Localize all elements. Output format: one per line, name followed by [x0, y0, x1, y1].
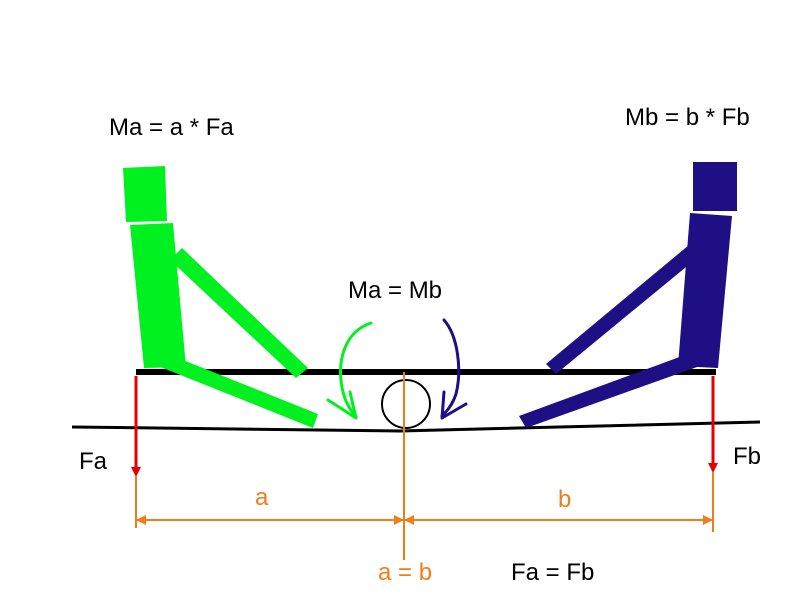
- person-a-leg: [148, 352, 318, 428]
- person-b-head: [693, 162, 737, 211]
- moment-arrow-a-head: [326, 390, 358, 420]
- moment-arrow-b-head: [440, 390, 468, 420]
- force-a-label: Fa: [79, 448, 108, 475]
- person-a-torso: [130, 223, 186, 368]
- distance-equal-label: a = b: [378, 559, 432, 586]
- force-b-label: Fb: [733, 443, 761, 470]
- person-b-arm: [546, 245, 697, 374]
- pivot-circle: [381, 379, 431, 429]
- seesaw-beam: [136, 369, 716, 375]
- person-b-leg: [519, 348, 711, 428]
- moment-arrow-a: [339, 321, 373, 418]
- person-a-figure: [123, 166, 318, 428]
- person-a-arm: [170, 248, 308, 378]
- distance-a-label: a: [255, 484, 269, 511]
- moment-a-label: Ma = a * Fa: [109, 114, 234, 141]
- moment-arrow-b: [440, 318, 461, 418]
- distance-b-label: b: [558, 486, 571, 513]
- moment-equal-label: Ma = Mb: [348, 277, 442, 304]
- person-a-head: [123, 166, 167, 222]
- moment-b-label: Mb = b * Fb: [625, 104, 750, 131]
- person-b-figure: [519, 162, 737, 428]
- force-equal-label: Fa = Fb: [511, 559, 594, 586]
- person-b-torso: [678, 213, 732, 368]
- ground-line: [71, 420, 761, 433]
